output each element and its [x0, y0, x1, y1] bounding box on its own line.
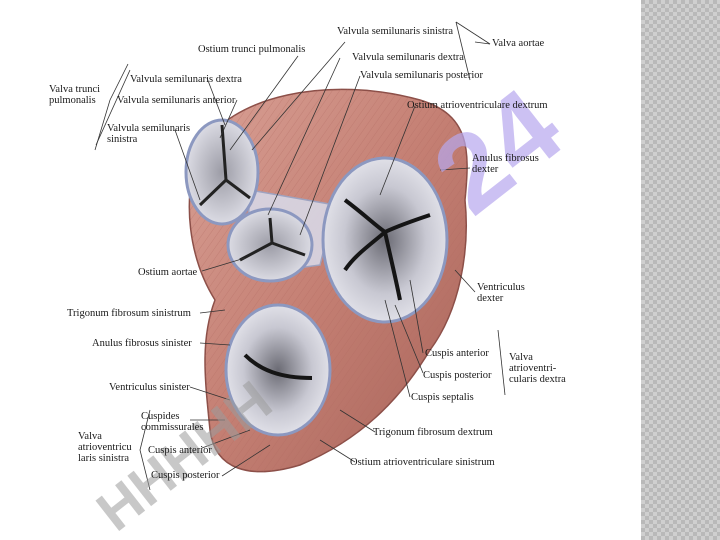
- label-valva-aortae: Valva aortae: [492, 38, 545, 49]
- label-valva-trunci: Valva trunci pulmonalis: [49, 84, 101, 106]
- label-trigonum-dextrum: Trigonum fibrosum dextrum: [373, 427, 493, 438]
- mitral-valve-ring: [224, 303, 332, 437]
- label-pulm-valv-sinistra: Valvula semilunaris sinistra: [107, 123, 191, 145]
- label-cuspis-anterior-l: Cuspis anterior: [148, 445, 212, 456]
- leader-lines: [94, 21, 506, 491]
- label-anulus-sinister: Anulus fibrosus sinister: [92, 338, 192, 349]
- aortic-cusps: [239, 217, 306, 262]
- tricuspid-cusps: [343, 198, 431, 301]
- label-ostium-aortae: Ostium aortae: [138, 267, 198, 278]
- label-cuspides-commissurales: Cuspides commissurales: [141, 411, 204, 433]
- label-valv-sem-sinistra: Valvula semilunaris sinistra: [337, 26, 454, 37]
- label-anulus-dexter: Anulus fibrosus dexter: [472, 153, 539, 175]
- mitral-cusps: [243, 353, 313, 380]
- label-ostium-av-dextrum: Ostium atrioventriculare dextrum: [407, 100, 548, 111]
- pulmonary-cusps: [198, 124, 251, 207]
- label-ostium-trunci: Ostium trunci pulmonalis: [198, 44, 306, 55]
- label-ostium-av-sinistrum: Ostium atrioventriculare sinistrum: [350, 457, 495, 468]
- label-ventriculus-dexter: Ventriculus dexter: [477, 282, 525, 304]
- label-valv-sem-dextra: Valvula semilunaris dextra: [352, 52, 464, 63]
- label-pulm-valv-anterior: Valvula semilunaris anterior: [117, 95, 236, 106]
- label-cuspis-anterior-r: Cuspis anterior: [425, 348, 489, 359]
- label-cuspis-septalis: Cuspis septalis: [411, 392, 474, 403]
- decorative-side-panel: [641, 0, 720, 540]
- pulmonary-valve-ring: [184, 118, 260, 226]
- label-cuspis-posterior-r: Cuspis posterior: [423, 370, 492, 381]
- label-valva-av-sinistra: Valva atrioventricu laris sinistra: [78, 431, 132, 464]
- label-valva-av-dextra: Valva atrioventri- cularis dextra: [509, 352, 566, 385]
- label-pulm-valv-dextra: Valvula semilunaris dextra: [130, 74, 242, 85]
- label-valv-sem-posterior: Valvula semilunaris posterior: [360, 70, 484, 81]
- label-cuspis-posterior-l: Cuspis posterior: [151, 470, 220, 481]
- label-ventriculus-sinister: Ventriculus sinister: [109, 382, 190, 393]
- label-trigonum-sinistrum: Trigonum fibrosum sinistrum: [67, 308, 191, 319]
